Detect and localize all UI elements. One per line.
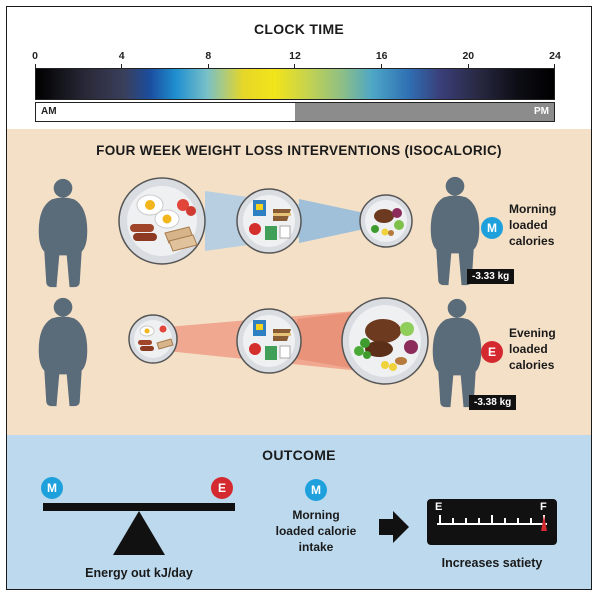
evening-label-line: loaded [509,342,548,356]
large-breakfast-plate-icon [118,177,206,265]
tick-label: 12 [289,50,301,62]
morning-badge-icon: M [481,217,503,239]
balance-label: Energy out kJ/day [85,566,193,580]
tick-mark [208,64,210,69]
tick-label: 24 [549,50,561,62]
evening-label-line: Evening [509,326,556,340]
balance-morning-badge-icon: M [41,477,63,499]
large-dinner-plate-icon [341,297,429,385]
gauge-empty-label: E [435,501,443,513]
interventions-title: FOUR WEEK WEIGHT LOSS INTERVENTIONS (ISO… [96,143,502,158]
morning-projection-beam-inner [299,199,369,243]
outcome-middle-line: intake [298,540,334,554]
outcome-title: OUTCOME [262,447,336,463]
pm-segment: PM [295,103,554,121]
arrow-right-icon [379,511,409,543]
evening-weight-change: -3.38 kg [469,395,517,410]
outcome-illustration [43,499,557,555]
tick-label: 8 [205,50,212,62]
gauge-full-label: F [540,501,547,513]
interventions-panel: FOUR WEEK WEIGHT LOSS INTERVENTIONS (ISO… [7,129,591,435]
small-breakfast-plate-icon [128,314,178,364]
interventions-illustration [38,176,482,408]
tick-mark [121,64,123,69]
tick-label: 0 [32,50,38,62]
small-dinner-plate-icon [359,194,413,248]
clock-panel: CLOCK TIME 0 4 8 12 16 20 24 AM PM [7,7,591,129]
outcome-middle-line: loaded calorie [275,524,357,538]
outcome-middle-label: Morning loaded calorie intake [259,507,373,555]
balance-fulcrum [113,511,165,555]
am-segment: AM [36,103,295,121]
medium-lunch-plate-evening-icon [236,308,302,374]
tick-label: 20 [462,50,475,62]
outcome-panel: OUTCOME M E Energy out kJ/day [7,435,591,589]
evening-label: Evening loaded calories [509,325,556,373]
am-pm-bar: AM PM [35,102,555,122]
morning-label-line: Morning [509,202,557,216]
tick-label: 16 [375,50,388,62]
figure-frame: CLOCK TIME 0 4 8 12 16 20 24 AM PM FOUR … [6,6,592,590]
balance-evening-badge-icon: E [211,477,233,499]
tick-mark [35,64,37,69]
outcome-morning-badge-icon: M [305,479,327,501]
person-before-evening-icon [38,297,88,407]
balance-beam [43,503,235,511]
evening-label-line: calories [509,358,555,372]
medium-lunch-plate-icon [236,188,302,254]
person-after-evening-icon [432,298,482,408]
outcome-middle-line: Morning [292,508,340,522]
evening-badge-icon: E [481,341,503,363]
tick-label: 4 [118,50,125,62]
morning-weight-change: -3.33 kg [467,269,515,284]
clock-light-gradient-bar [35,68,555,100]
clock-title: CLOCK TIME [253,21,345,37]
person-before-morning-icon [38,178,88,288]
tick-mark [381,64,383,69]
morning-label-line: loaded [509,218,548,232]
gauge-label: Increases satiety [441,556,543,570]
morning-label: Morning loaded calories [509,201,556,249]
tick-mark [294,64,296,69]
morning-label-line: calories [509,234,555,248]
satiety-gauge-icon [427,499,557,545]
tick-mark [468,64,470,69]
tick-mark [554,64,556,69]
